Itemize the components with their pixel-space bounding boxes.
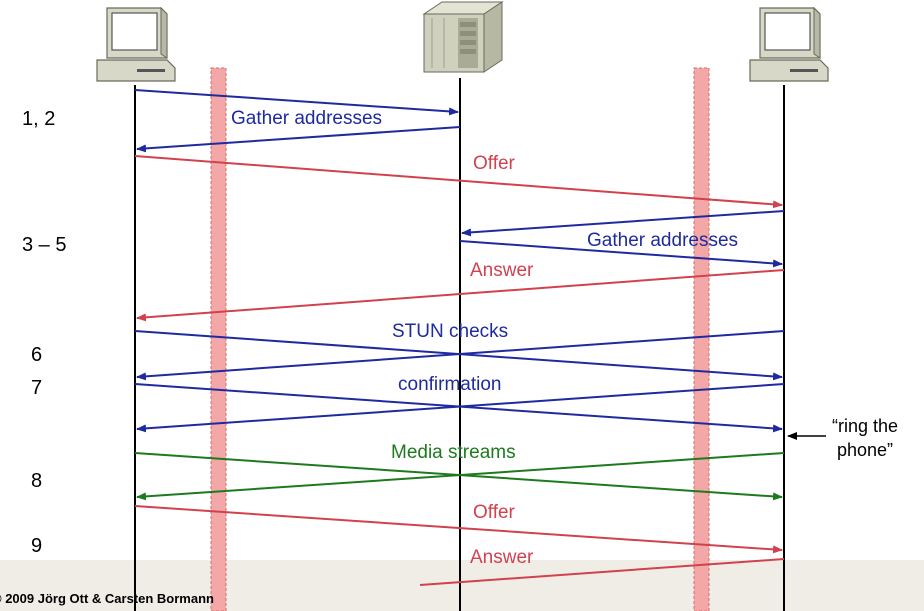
computer-icon-right	[749, 6, 829, 82]
ring-note-line-1: “ring the	[831, 416, 899, 436]
footer-band	[0, 560, 924, 611]
ring-note-line-2: phone”	[836, 440, 894, 460]
gather-request-1	[134, 89, 459, 116]
media-label: Media streams	[391, 442, 516, 463]
offer-arrow-2	[134, 505, 783, 554]
answer-label-1: Answer	[470, 260, 534, 281]
gather-response-2	[459, 240, 783, 268]
gather-label-1: Gather addresses	[231, 108, 382, 129]
answer-arrow-2	[419, 558, 785, 586]
computer-icon-left	[96, 6, 176, 82]
step-label-8: 8	[31, 470, 43, 492]
media-stream-reverse	[136, 452, 785, 501]
nat-box-right	[693, 67, 710, 611]
gather-response-1	[136, 126, 461, 153]
copyright-text: © 2009 Jörg Ott & Carsten Bormann	[0, 591, 214, 606]
step-label-1-2: 1, 2	[22, 108, 56, 130]
confirmation-label: confirmation	[398, 374, 502, 395]
answer-arrow-1	[136, 269, 785, 322]
step-label-9: 9	[31, 535, 43, 557]
gather-label-2: Gather addresses	[587, 230, 738, 251]
offer-label-1: Offer	[473, 153, 516, 174]
stun-check-reverse	[136, 330, 785, 381]
gather-request-2	[461, 210, 785, 237]
confirmation-reverse	[136, 383, 785, 433]
nat-box-left	[210, 67, 227, 611]
server-icon	[422, 1, 504, 73]
ring-the-phone-note: “ring the phone”	[810, 414, 920, 462]
step-label-6: 6	[31, 344, 43, 366]
offer-arrow-1	[134, 155, 783, 209]
offer-label-2: Offer	[473, 502, 516, 523]
step-label-7: 7	[31, 377, 43, 399]
answer-label-2: Answer	[470, 547, 534, 568]
step-label-3-5: 3 – 5	[22, 234, 67, 256]
stun-label: STUN checks	[392, 321, 508, 342]
